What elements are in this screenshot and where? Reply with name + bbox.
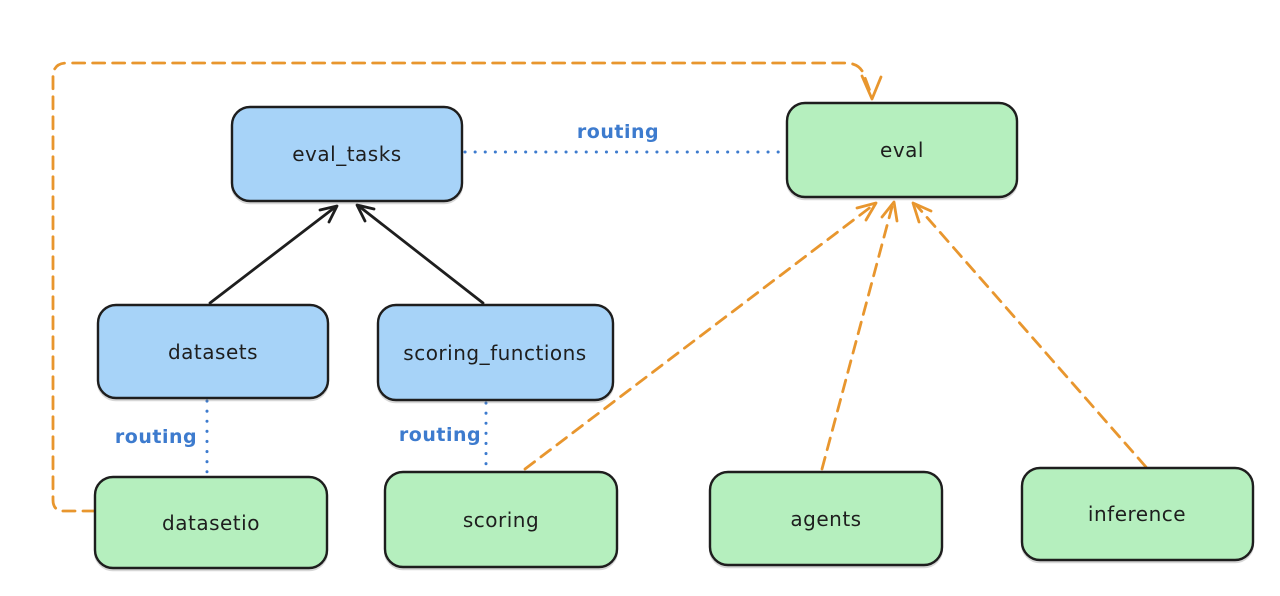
edge-agents-to-eval	[820, 200, 899, 471]
node-inference: inference	[1020, 466, 1255, 562]
node-eval-tasks-label: eval_tasks	[292, 142, 401, 166]
node-agents-box	[708, 470, 944, 567]
node-datasets-box	[96, 303, 330, 400]
edge-datasetio-to-eval-loop-line	[51, 61, 873, 513]
node-scoring-label: scoring	[463, 508, 539, 532]
node-scoring-functions: scoring_functions	[376, 303, 615, 402]
arrowhead-into-eval-top-icon	[860, 74, 883, 101]
arrowhead-inference-eval-icon	[911, 201, 933, 224]
node-datasetio-label: datasetio	[162, 511, 260, 535]
edge-label-routing-scoring: routing	[399, 424, 481, 446]
arrowhead-scoring-functions-eval-tasks-icon	[355, 203, 376, 223]
edge-label-routing-top: routing	[577, 121, 659, 143]
arrowhead-agents-eval-icon	[880, 200, 899, 223]
edge-datasets-to-datasetio-routing: routing	[115, 399, 209, 476]
node-datasetio-box	[93, 475, 329, 570]
edge-datasets-to-eval-tasks	[208, 204, 339, 305]
node-datasets-label: datasets	[168, 340, 258, 364]
arrowhead-datasets-eval-tasks-icon	[318, 204, 339, 224]
node-eval: eval	[785, 101, 1019, 199]
edge-scoring-functions-to-eval-tasks	[355, 203, 485, 305]
node-inference-box	[1020, 466, 1255, 562]
edge-scoring-to-eval	[523, 201, 878, 471]
edge-datasetio-to-eval-loop	[51, 61, 883, 513]
edge-eval-tasks-to-eval-routing: routing	[463, 121, 787, 154]
edge-inference-to-eval-line	[915, 204, 1148, 469]
node-eval-tasks: eval_tasks	[230, 105, 464, 203]
node-eval-tasks-box	[230, 105, 464, 203]
node-agents: agents	[708, 470, 944, 567]
edge-scoring-functions-to-eval-tasks-line	[358, 205, 485, 305]
node-eval-label: eval	[880, 138, 924, 162]
edge-scoring-functions-to-scoring-routing: routing	[399, 401, 488, 471]
edge-scoring-to-eval-line	[523, 204, 874, 471]
node-scoring: scoring	[383, 470, 619, 569]
node-scoring-functions-label: scoring_functions	[403, 341, 586, 365]
edge-label-routing-datasetio: routing	[115, 426, 197, 448]
edge-agents-to-eval-line	[820, 205, 894, 471]
node-scoring-box	[383, 470, 619, 569]
arrowhead-scoring-eval-icon	[855, 201, 878, 222]
node-scoring-functions-box	[376, 303, 615, 402]
node-inference-label: inference	[1088, 502, 1186, 526]
edge-datasets-to-eval-tasks-line	[208, 206, 336, 305]
node-datasets: datasets	[96, 303, 330, 400]
node-eval-box	[785, 101, 1019, 199]
edge-inference-to-eval	[911, 201, 1148, 469]
node-agents-label: agents	[790, 507, 861, 531]
node-datasetio: datasetio	[93, 475, 329, 570]
